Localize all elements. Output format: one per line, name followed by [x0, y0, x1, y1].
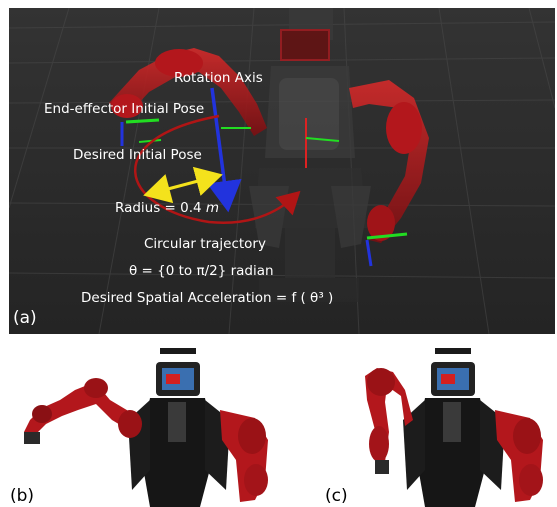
robot-body — [249, 8, 371, 302]
panel-b-label: (b) — [10, 486, 35, 506]
desired-acceleration-label: Desired Spatial Acceleration = f ( θ³ ) — [81, 290, 334, 306]
robot-photo-b: (b) — [0, 340, 302, 507]
panel-a-label: (a) — [13, 308, 37, 328]
radius-label: Radius = 0.4 m — [115, 200, 219, 216]
radius-arrow — [143, 166, 223, 204]
end-effector-initial-pose-label: End-effector Initial Pose — [44, 101, 205, 117]
radius-unit: m — [205, 200, 220, 216]
robot-right-arm — [349, 80, 429, 243]
panel-c-label: (c) — [325, 486, 348, 506]
robot-illustration-c — [365, 348, 543, 507]
circular-trajectory-arc — [134, 114, 301, 224]
circular-trajectory-label: Circular trajectory — [144, 236, 266, 252]
robot-illustration-b — [24, 348, 268, 507]
rotation-axis-label: Rotation Axis — [174, 70, 263, 86]
rotation-axis-arrow — [206, 87, 242, 213]
robot-left-arm — [109, 48, 267, 136]
robot-head-screen — [280, 29, 330, 61]
theta-range-label: θ = {0 to π/2} radian — [129, 263, 274, 279]
simulation-panel: Rotation Axis End-effector Initial Pose … — [9, 8, 555, 334]
pose-frame-markers — [120, 118, 408, 267]
simulation-scene — [9, 8, 555, 334]
desired-initial-pose-label: Desired Initial Pose — [73, 147, 202, 163]
radius-value: Radius = 0.4 — [115, 200, 206, 216]
robot-photo-c: (c) — [305, 340, 557, 507]
